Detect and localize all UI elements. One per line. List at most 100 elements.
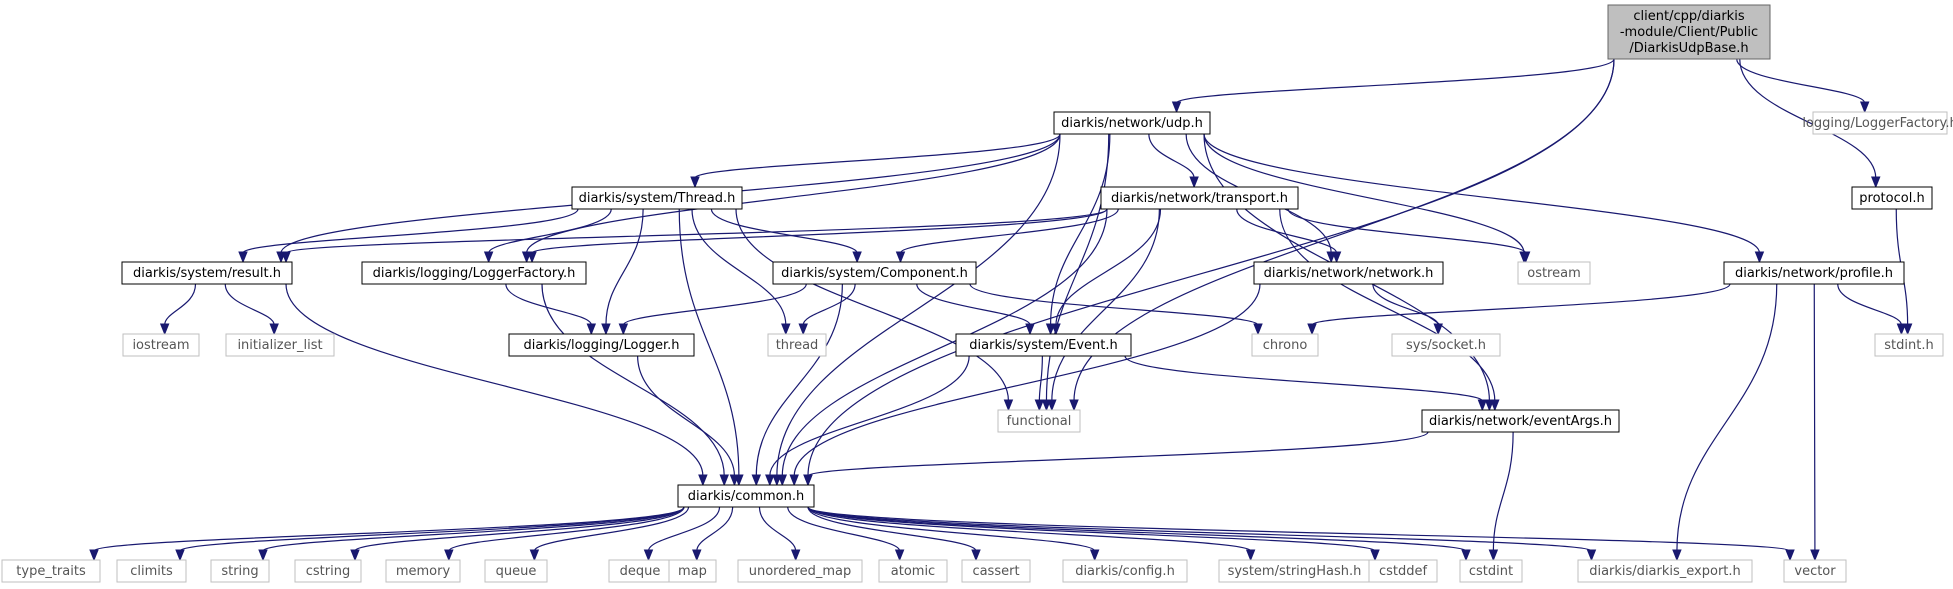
edge-transport-to-eventargs (1279, 208, 1500, 412)
node-atomic-label: atomic (891, 564, 935, 579)
edge-thread_h-to-logger (601, 208, 644, 336)
edge-transport-to-component (895, 208, 1119, 264)
node-socket-label: sys/socket.h (1406, 338, 1486, 353)
node-vector: vector (1783, 559, 1847, 583)
node-event[interactable]: diarkis/system/Event.h (955, 333, 1132, 357)
node-export-label: diarkis/diarkis_export.h (1589, 564, 1741, 579)
node-network[interactable]: diarkis/network/network.h (1253, 261, 1444, 285)
node-string-label: string (221, 564, 258, 579)
edge-logfac-to-logger (505, 283, 597, 336)
edge-transport-to-result (281, 208, 1108, 264)
edge-event-to-eventargs (1124, 355, 1488, 412)
node-protocol-label: protocol.h (1859, 191, 1924, 206)
edge-event-to-common (765, 355, 970, 487)
node-profile-label: diarkis/network/profile.h (1735, 266, 1893, 281)
node-component-label: diarkis/system/Component.h (781, 266, 968, 281)
edge-common-to-queue (529, 506, 690, 562)
edge-component-to-chrono (969, 283, 1263, 336)
node-logger[interactable]: diarkis/logging/Logger.h (508, 333, 695, 357)
edge-common-to-cstdint (807, 506, 1471, 562)
node-cstdint: cstdint (1459, 559, 1523, 583)
node-component[interactable]: diarkis/system/Component.h (772, 261, 977, 285)
node-chrono: chrono (1251, 333, 1319, 357)
edge-common-to-stringhash (807, 506, 1256, 562)
node-type_traits-label: type_traits (16, 564, 86, 579)
node-ostream-label: ostream (1527, 266, 1581, 281)
node-transport[interactable]: diarkis/network/transport.h (1100, 186, 1299, 210)
node-eventargs-label: diarkis/network/eventArgs.h (1429, 414, 1612, 429)
edge-result-to-common (285, 283, 708, 487)
node-root-label: -module/Client/Public (1620, 25, 1758, 40)
edge-profile-to-stdint (1837, 283, 1907, 336)
node-logfac_ext: logging/LoggerFactory.h (1802, 111, 1953, 135)
node-common[interactable]: diarkis/common.h (677, 484, 815, 508)
node-thread-label: thread (776, 338, 819, 353)
node-config: diarkis/config.h (1062, 559, 1188, 583)
node-common-label: diarkis/common.h (688, 489, 804, 504)
edge-thread_h-to-component (710, 208, 862, 264)
node-protocol[interactable]: protocol.h (1851, 186, 1933, 210)
node-map-label: map (678, 564, 707, 579)
node-root-label: /DiarkisUdpBase.h (1629, 41, 1748, 56)
node-cstddef-label: cstddef (1379, 564, 1428, 579)
node-stdint: stdint.h (1874, 333, 1944, 357)
node-event-label: diarkis/system/Event.h (969, 338, 1117, 353)
edge-logger-to-common (637, 355, 740, 487)
edge-component-to-logger (618, 283, 807, 336)
node-queue-label: queue (496, 564, 537, 579)
edge-network-to-common (789, 283, 1261, 487)
node-deque-label: deque (620, 564, 661, 579)
edge-profile-to-vector (1810, 283, 1820, 562)
edge-common-to-unordered_map (758, 506, 801, 562)
node-thread_h[interactable]: diarkis/system/Thread.h (571, 186, 743, 210)
node-cstring-label: cstring (306, 564, 350, 579)
node-logfac[interactable]: diarkis/logging/LoggerFactory.h (361, 261, 587, 285)
node-map: map (668, 559, 717, 583)
edge-common-to-cassert (807, 506, 981, 562)
node-export: diarkis/diarkis_export.h (1577, 559, 1753, 583)
node-vector-label: vector (1794, 564, 1836, 579)
node-stdint-label: stdint.h (1884, 338, 1933, 353)
node-eventargs[interactable]: diarkis/network/eventArgs.h (1421, 409, 1620, 433)
edge-root-to-protocol (1739, 58, 1881, 189)
node-atomic: atomic (878, 559, 948, 583)
node-string: string (210, 559, 270, 583)
edge-common-to-type_traits (89, 506, 685, 562)
node-logfac_ext-label: logging/LoggerFactory.h (1802, 116, 1953, 131)
node-transport-label: diarkis/network/transport.h (1111, 191, 1288, 206)
edge-profile-to-export (1672, 283, 1778, 562)
node-stringhash-label: system/stringHash.h (1228, 564, 1362, 579)
node-result[interactable]: diarkis/system/result.h (121, 261, 293, 285)
node-profile[interactable]: diarkis/network/profile.h (1723, 261, 1905, 285)
node-udp[interactable]: diarkis/network/udp.h (1053, 111, 1211, 135)
node-network-label: diarkis/network/network.h (1264, 266, 1434, 281)
node-memory: memory (385, 559, 461, 583)
node-unordered_map: unordered_map (737, 559, 863, 583)
node-thread: thread (767, 333, 827, 357)
edge-common-to-cstring (350, 506, 685, 562)
edge-common-to-memory (444, 506, 685, 562)
node-cassert: cassert (961, 559, 1031, 583)
node-initlist-label: initializer_list (237, 338, 322, 353)
edge-result-to-initlist (224, 283, 279, 336)
node-iostream: iostream (122, 333, 200, 357)
edge-event-to-functional (1034, 355, 1045, 412)
edge-component-to-common (751, 283, 843, 487)
node-cstring: cstring (294, 559, 362, 583)
node-initlist: initializer_list (225, 333, 335, 357)
node-root[interactable]: client/cpp/diarkis-module/Client/Public/… (1607, 4, 1771, 60)
edge-common-to-atomic (787, 506, 905, 562)
edge-thread_h-to-thread (691, 208, 791, 336)
node-climits-label: climits (130, 564, 173, 579)
edge-thread_h-to-functional (735, 208, 1014, 412)
node-deque: deque (608, 559, 672, 583)
node-config-label: diarkis/config.h (1075, 564, 1175, 579)
edge-thread_h-to-result (238, 208, 579, 264)
edge-logfac-to-common (541, 283, 729, 487)
edge-udp-to-transport (1148, 133, 1199, 189)
node-cstddef: cstddef (1368, 559, 1438, 583)
node-result-label: diarkis/system/result.h (133, 266, 281, 281)
edge-component-to-thread (798, 283, 856, 336)
edge-udp-to-profile (1203, 133, 1765, 264)
